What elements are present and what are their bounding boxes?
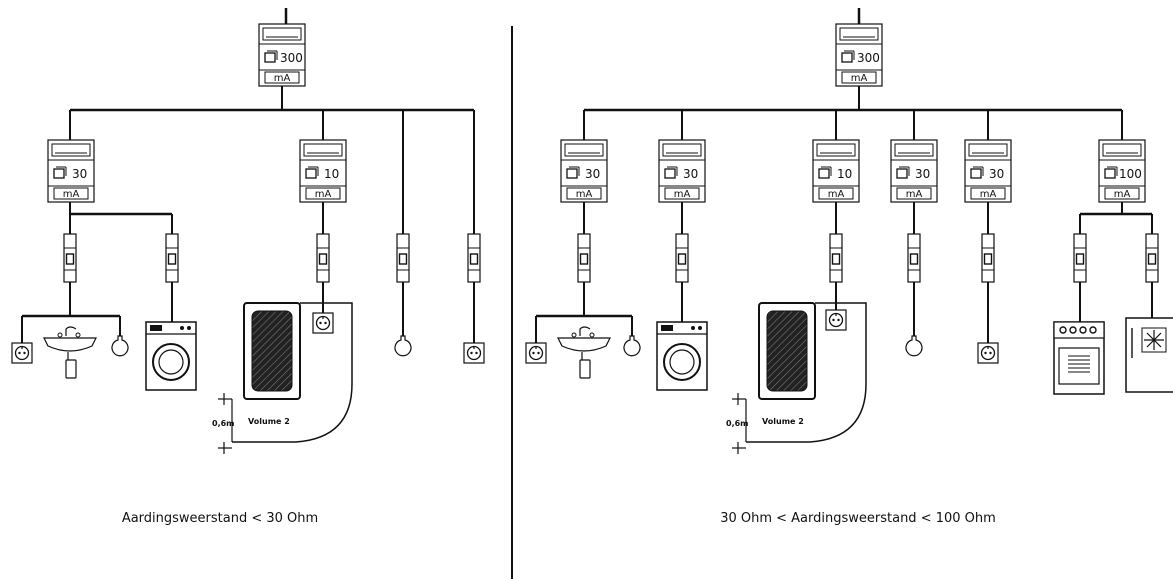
circuit-breaker [396,233,410,283]
rcd-unit: mA [576,189,593,200]
rcd-30ma: 30 mA [560,139,608,203]
rcd-rating: 30 [72,167,87,181]
right-panel: 300 mA 30 mA 30 mA 10 mA 30 mA [525,8,1173,526]
rcd-unit: mA [906,189,923,200]
rcd-30ma: 30 mA [964,139,1012,203]
rcd-100ma: 100 mA [1098,139,1146,203]
rcd-rating: 100 [1119,167,1142,181]
right-caption: 30 Ohm < Aardingsweerstand < 100 Ohm [720,511,996,526]
rcd-30ma: 30 mA [890,139,938,203]
circuit-breaker [675,233,689,283]
rcd-unit: mA [63,189,80,200]
socket-icon [312,312,334,334]
washing-machine-icon [145,321,197,391]
rcd-rating: 30 [683,167,698,181]
washing-machine-icon [656,321,708,391]
circuit-breaker [829,233,843,283]
main-rcd-unit: mA [851,73,868,84]
rcd-unit: mA [828,189,845,200]
rcd-rating: 10 [324,167,339,181]
socket-icon [825,309,847,331]
circuit-breaker [981,233,995,283]
rcd-30ma: 30 mA [658,139,706,203]
zone-height-label: 0,6m [726,419,749,428]
socket-icon [977,342,999,364]
left-caption: Aardingsweerstand < 30 Ohm [122,511,318,526]
circuit-breaker [907,233,921,283]
rcd-rating: 10 [837,167,852,181]
rcd-10ma: 10 mA [299,139,347,203]
main-rcd-rating: 300 [857,51,880,65]
circuit-breaker [1145,233,1159,283]
zone-volume-label: Volume 2 [248,417,290,426]
main-rcd-unit: mA [274,73,291,84]
main-rcd-rating: 300 [280,51,303,65]
rcd-rating: 30 [585,167,600,181]
circuit-breaker [63,233,77,283]
rcd-unit: mA [315,189,332,200]
bathtub-zone: 0,6m Volume 2 [212,302,353,454]
circuit-breaker [467,233,481,283]
zone-volume-label: Volume 2 [762,417,804,426]
socket-icon [525,342,547,364]
lamp-icon [905,335,923,357]
left-panel: 300 mA 30 mA 10 mA [11,8,485,526]
fridge-icon [1125,317,1173,393]
washbasin-icon [557,326,611,379]
bathtub-zone: 0,6m Volume 2 [726,302,867,454]
circuit-breaker [165,233,179,283]
main-rcd: 300 mA [835,23,883,87]
main-rcd: 300 mA [258,23,306,87]
rcd-30ma: 30 mA [47,139,95,203]
zone-height-label: 0,6m [212,419,235,428]
rcd-unit: mA [1114,189,1131,200]
rcd-unit: mA [674,189,691,200]
rcd-rating: 30 [915,167,930,181]
lamp-icon [394,335,412,357]
socket-icon [463,342,485,364]
circuit-breaker [1073,233,1087,283]
rcd-10ma: 10 mA [812,139,860,203]
stove-icon [1053,321,1105,395]
rcd-rating: 30 [989,167,1004,181]
circuit-breaker [577,233,591,283]
lamp-icon [111,335,129,357]
lamp-icon [623,335,641,357]
circuit-breaker [316,233,330,283]
washbasin-icon [43,326,97,379]
rcd-unit: mA [980,189,997,200]
socket-icon [11,342,33,364]
